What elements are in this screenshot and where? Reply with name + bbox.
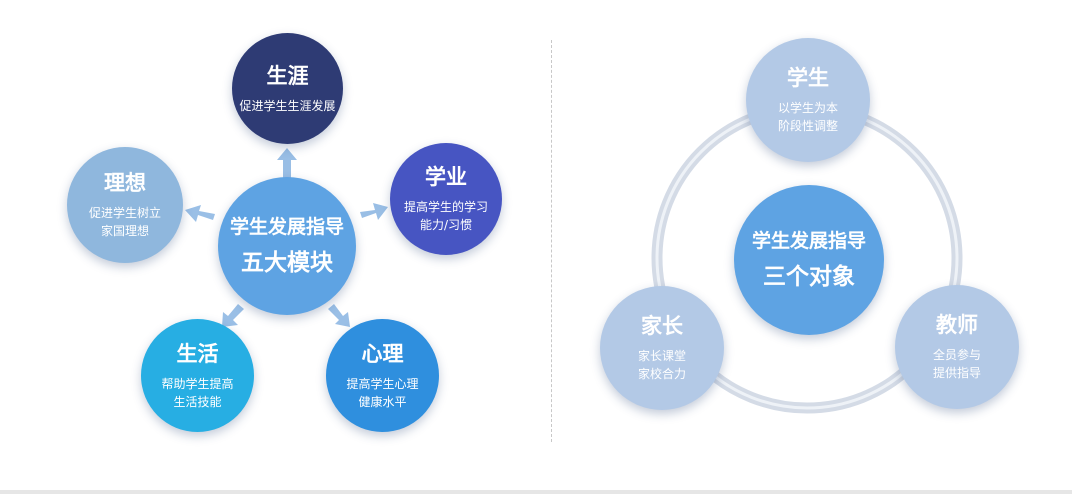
module-career-desc: 促进学生生涯发展 [239,98,336,113]
module-study-desc-2: 能力/习惯 [419,218,473,232]
object-center: 学生发展指导 三个对象 [734,185,884,335]
object-parent-title: 家长 [641,314,683,338]
arrows-layer [185,148,388,327]
module-ideal: 理想 促进学生树立 家国理想 [67,147,183,263]
object-center-line2: 三个对象 [763,264,855,290]
module-center-line2: 五大模块 [241,250,333,276]
object-student-title: 学生 [787,66,829,90]
object-teacher-title: 教师 [936,313,978,337]
bottom-border [0,490,1072,494]
module-career: 生涯 促进学生生涯发展 [232,33,343,144]
object-teacher-desc-1: 全员参与 [932,348,981,362]
module-mental-title: 心理 [361,341,404,366]
arrow-to-mental [328,304,350,327]
five-modules-diagram: 生涯 促进学生生涯发展 理想 促进学生树立 家国理想 学业 提高学生的学习 能力… [67,33,502,432]
object-teacher: 教师 全员参与 提供指导 [895,285,1019,409]
module-mental: 心理 提高学生心理 健康水平 [326,319,439,432]
object-parent-desc-1: 家长课堂 [637,349,686,363]
arrow-to-study [360,203,388,220]
module-ideal-desc-1: 促进学生树立 [88,206,161,220]
object-student: 学生 以学生为本 阶段性调整 [746,38,870,162]
module-ideal-desc-2: 家国理想 [100,224,149,238]
object-parent-desc-2: 家校合力 [637,367,686,381]
module-center-line1: 学生发展指导 [229,216,344,238]
object-center-line1: 学生发展指导 [751,230,866,252]
module-study-title: 学业 [425,165,467,189]
object-student-desc-2: 阶段性调整 [777,119,838,133]
object-parent: 家长 家长课堂 家校合力 [600,286,724,410]
module-ideal-title: 理想 [104,171,146,195]
arrow-to-ideal [185,205,215,222]
module-mental-desc-1: 提高学生心理 [346,376,419,391]
module-life-desc-2: 生活技能 [173,394,222,409]
module-career-title: 生涯 [266,63,309,88]
object-student-desc-1: 以学生为本 [777,101,838,115]
arrow-to-life [222,304,244,327]
module-life-title: 生活 [176,341,219,366]
module-study: 学业 提高学生的学习 能力/习惯 [390,143,502,255]
panel-divider [551,40,552,442]
module-life: 生活 帮助学生提高 生活技能 [141,319,254,432]
arrow-to-career [277,148,297,178]
module-center: 学生发展指导 五大模块 [218,177,356,315]
module-study-desc-1: 提高学生的学习 [403,200,488,214]
module-mental-desc-2: 健康水平 [358,394,407,409]
three-objects-diagram: 学生 以学生为本 阶段性调整 学生发展指导 三个对象 家长 家长课堂 家校合力 … [552,0,1072,494]
object-teacher-desc-2: 提供指导 [932,366,981,380]
module-life-desc-1: 帮助学生提高 [161,376,234,391]
